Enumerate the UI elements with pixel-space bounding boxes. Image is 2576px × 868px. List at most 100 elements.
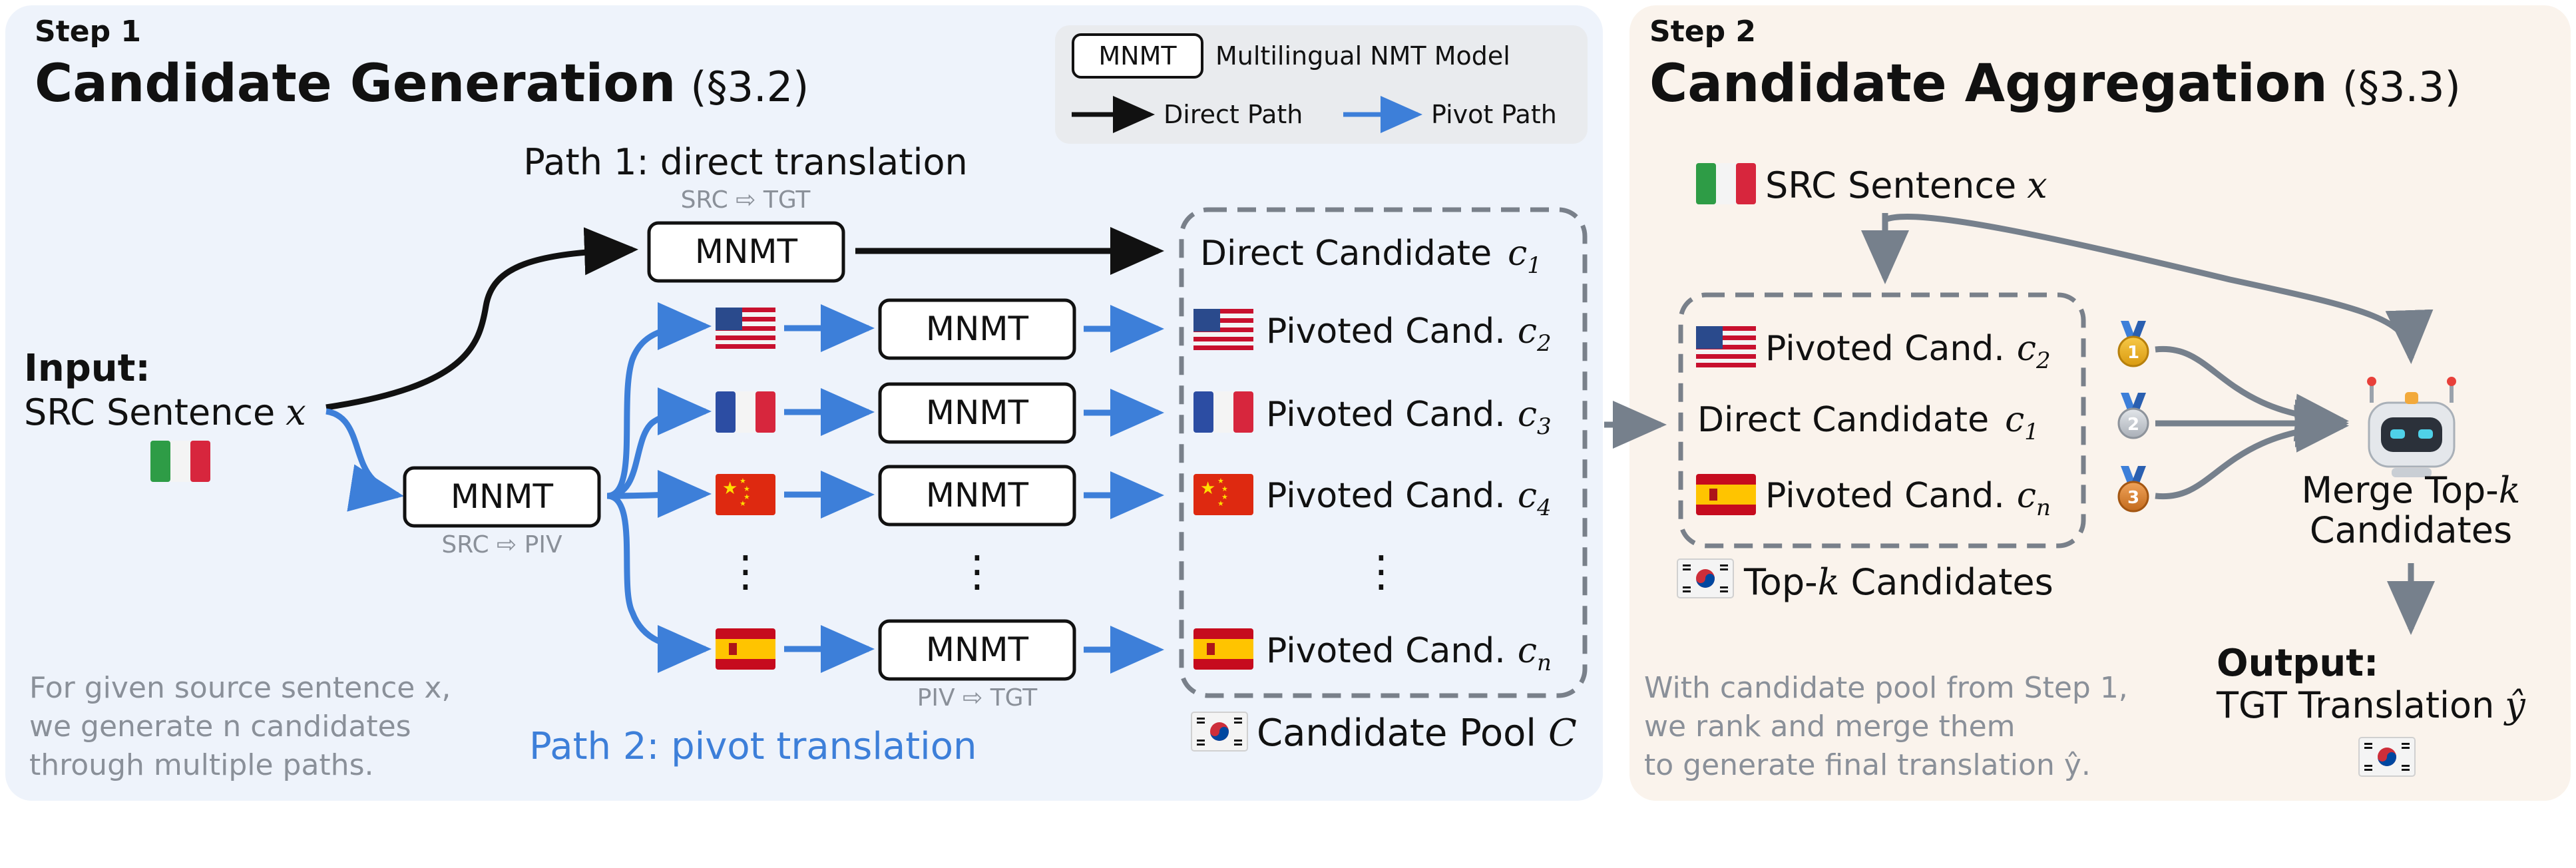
- svg-text:★: ★: [1221, 485, 1228, 493]
- robot-icon: [2367, 377, 2456, 477]
- gold-medal-icon: 1: [2117, 321, 2149, 367]
- merge-label-var: k: [2499, 469, 2521, 511]
- svg-text:2: 2: [2127, 415, 2139, 435]
- candidate-pool-label: Candidate Pool C: [1257, 712, 1577, 755]
- arrow-src-to-merge: [1884, 214, 2434, 364]
- legend-model-text: Multilingual NMT Model: [1215, 41, 1510, 71]
- topk-box: [1678, 292, 2086, 548]
- topk-row1: Pivoted Cand.c2: [1765, 329, 2051, 374]
- pool-fr-flag-icon: [1193, 391, 1253, 433]
- cn-flag-icon: ★ ★ ★ ★ ★: [716, 474, 775, 515]
- svg-text:★: ★: [1221, 493, 1228, 501]
- merge-label-line1: Merge Top-k: [2301, 469, 2520, 511]
- output-kr-flag-icon: [2358, 737, 2416, 777]
- step2-title-text: Candidate Aggregation: [1649, 54, 2328, 114]
- mnmt-piv-tgt-sub: PIV ⇨ TGT: [917, 684, 1038, 712]
- topk-row3: Pivoted Cand.cn: [1765, 476, 2051, 521]
- fan-arrow-es: [606, 493, 712, 673]
- legend-direct-label: Direct Path: [1164, 100, 1303, 129]
- topk-label-prefix: Top-: [1743, 561, 1818, 603]
- vdots-pool: ⋮: [1360, 547, 1402, 596]
- silver-medal-icon: 2: [2117, 393, 2149, 439]
- step1-label: Step 1: [35, 15, 141, 49]
- mnmt-cn-label: MNMT: [926, 476, 1029, 515]
- pool-pivot-c2: Pivoted Cand.c2: [1266, 312, 1552, 357]
- step2-it-flag-icon: [1696, 163, 1756, 204]
- topk-label-var: k: [1818, 561, 1840, 603]
- path1-sub: SRC ⇨ TGT: [681, 186, 811, 214]
- topk-row3-var: c: [2017, 476, 2036, 516]
- topk-row3-sub: n: [2036, 495, 2051, 521]
- topk-es-flag-icon: [1696, 474, 1756, 515]
- us-flag-icon: [716, 308, 775, 349]
- svg-text:★: ★: [1217, 499, 1224, 508]
- path1-title: Path 1: direct translation: [523, 141, 967, 183]
- arrow-rank3-to-merge: [2155, 404, 2349, 500]
- topk-label-suffix: Candidates: [1839, 561, 2053, 603]
- pivot-arrow-input-to-mnmt: [325, 408, 404, 512]
- step2-label: Step 2: [1649, 15, 1756, 49]
- legend-model-box-label: MNMT: [1098, 41, 1177, 71]
- candidate-pool-var: C: [1548, 712, 1577, 755]
- svg-text:3: 3: [2127, 488, 2139, 508]
- pool-pivot-c3-text: Pivoted Cand.: [1266, 395, 1506, 435]
- fan-arrow-cn: [606, 470, 712, 519]
- svg-text:★: ★: [722, 479, 738, 499]
- candidate-pool-label-text: Candidate Pool: [1257, 712, 1536, 755]
- step1-panel: [5, 5, 1603, 801]
- pool-pivot-c4-text: Pivoted Cand.: [1266, 476, 1506, 516]
- merge-label-text: Merge Top-: [2301, 469, 2498, 511]
- mnmt-es-label: MNMT: [926, 630, 1029, 669]
- es-flag-icon: [716, 628, 775, 670]
- pool-pivot-c2-var: c: [1518, 312, 1537, 351]
- topk-row2-var: c: [2005, 400, 2024, 440]
- topk-row1-sub: 2: [2036, 347, 2051, 374]
- topk-us-flag-icon: [1696, 326, 1756, 367]
- pool-es-flag-icon: [1193, 628, 1253, 670]
- pool-pivot-cn: Pivoted Cand.cn: [1266, 631, 1552, 676]
- input-text: SRC Sentence x: [24, 391, 306, 433]
- bronze-medal-icon: 3: [2117, 466, 2149, 513]
- pool-direct-var: c: [1508, 234, 1527, 274]
- topk-row1-var: c: [2017, 329, 2036, 369]
- mnmt-src-piv-label: MNMT: [451, 477, 554, 516]
- step1-title: Candidate Generation (§3.2): [35, 54, 809, 114]
- pool-pivot-cn-sub: n: [1537, 650, 1552, 676]
- svg-text:★: ★: [1200, 479, 1215, 499]
- direct-arrow-input-to-mnmt: [325, 227, 638, 411]
- step2-caption-line3: to generate final translation ŷ.: [1644, 748, 2091, 782]
- fr-flag-icon: [716, 391, 775, 433]
- legend-pivot-label: Pivot Path: [1431, 100, 1557, 129]
- pool-direct-text: Direct Candidate: [1200, 234, 1492, 274]
- mnmt-fr-box: [878, 382, 1076, 444]
- pool-direct-sub: 1: [1527, 252, 1542, 279]
- mnmt-direct-box: [647, 221, 845, 283]
- mnmt-us-box: [878, 298, 1076, 360]
- pool-us-flag-icon: [1193, 309, 1253, 350]
- step1-caption-line1: For given source sentence x,: [29, 671, 451, 705]
- step2-src-var: x: [2027, 164, 2047, 206]
- mnmt-cn-box: [878, 465, 1076, 527]
- vdots-flags: ⋮: [724, 547, 767, 596]
- pool-pivot-c3: Pivoted Cand.c3: [1266, 395, 1552, 440]
- pool-pivot-cn-var: c: [1518, 631, 1537, 671]
- step1-title-text: Candidate Generation: [35, 54, 676, 114]
- output-heading: Output:: [2217, 642, 2378, 685]
- input-var: x: [286, 391, 306, 433]
- step2-caption-line1: With candidate pool from Step 1,: [1644, 671, 2128, 705]
- pool-direct-candidate: Direct Candidate c1: [1200, 234, 1542, 279]
- mnmt-es-box: [878, 619, 1076, 681]
- input-text-label: SRC Sentence: [24, 391, 275, 433]
- step1-section: (§3.2): [690, 63, 809, 111]
- fan-arrow-us: [606, 302, 712, 499]
- topk-row2-sub: 1: [2024, 419, 2039, 445]
- pool-pivot-c3-sub: 3: [1537, 413, 1552, 440]
- svg-text:★: ★: [744, 493, 750, 501]
- svg-text:★: ★: [744, 485, 750, 493]
- pool-pivot-c4: Pivoted Cand.c4: [1266, 476, 1552, 521]
- svg-text:★: ★: [740, 499, 746, 508]
